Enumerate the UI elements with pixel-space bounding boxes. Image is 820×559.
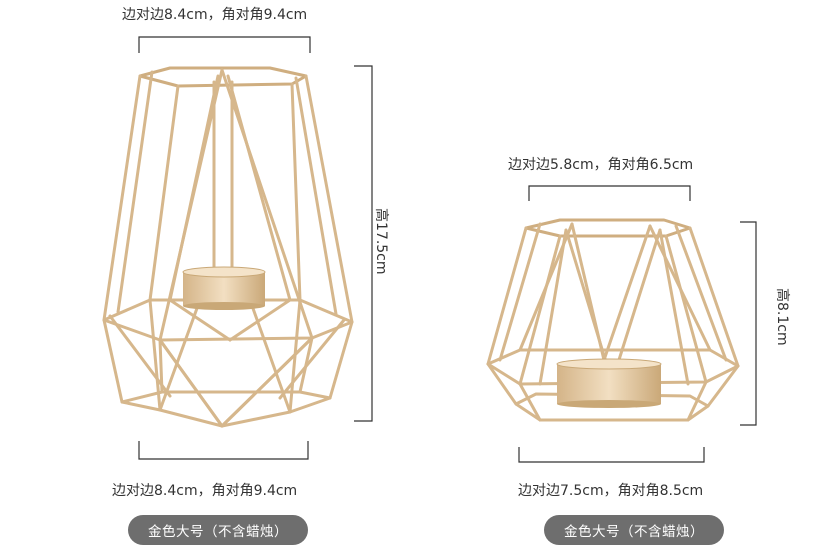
small-height-dimension-bracket (740, 221, 757, 426)
small-top-measurement: 边对边5.8cm，角对角6.5cm (508, 157, 694, 173)
small-top-dimension-bracket (528, 185, 691, 201)
small-bottom-measurement: 边对边7.5cm，角对角8.5cm (518, 483, 704, 499)
small-tealight-cup (556, 358, 662, 408)
small-height-measurement: 高8.1cm (774, 288, 790, 346)
large-candle-holder (102, 66, 354, 428)
large-bottom-measurement: 边对边8.4cm，角对角9.4cm (112, 483, 298, 499)
large-top-measurement: 边对边8.4cm，角对角9.4cm (122, 7, 308, 23)
large-caption-badge: 金色大号（不含蜡烛） (128, 515, 308, 545)
large-height-dimension-bracket (354, 65, 373, 422)
large-tealight-cup (182, 266, 266, 310)
small-bottom-dimension-bracket (518, 447, 705, 463)
small-caption-badge: 金色大号（不含蜡烛） (544, 515, 724, 545)
large-height-measurement: 高17.5cm (373, 208, 389, 275)
large-bottom-dimension-bracket (138, 441, 309, 460)
large-top-dimension-bracket (138, 36, 311, 53)
small-candle-holder (486, 218, 740, 422)
